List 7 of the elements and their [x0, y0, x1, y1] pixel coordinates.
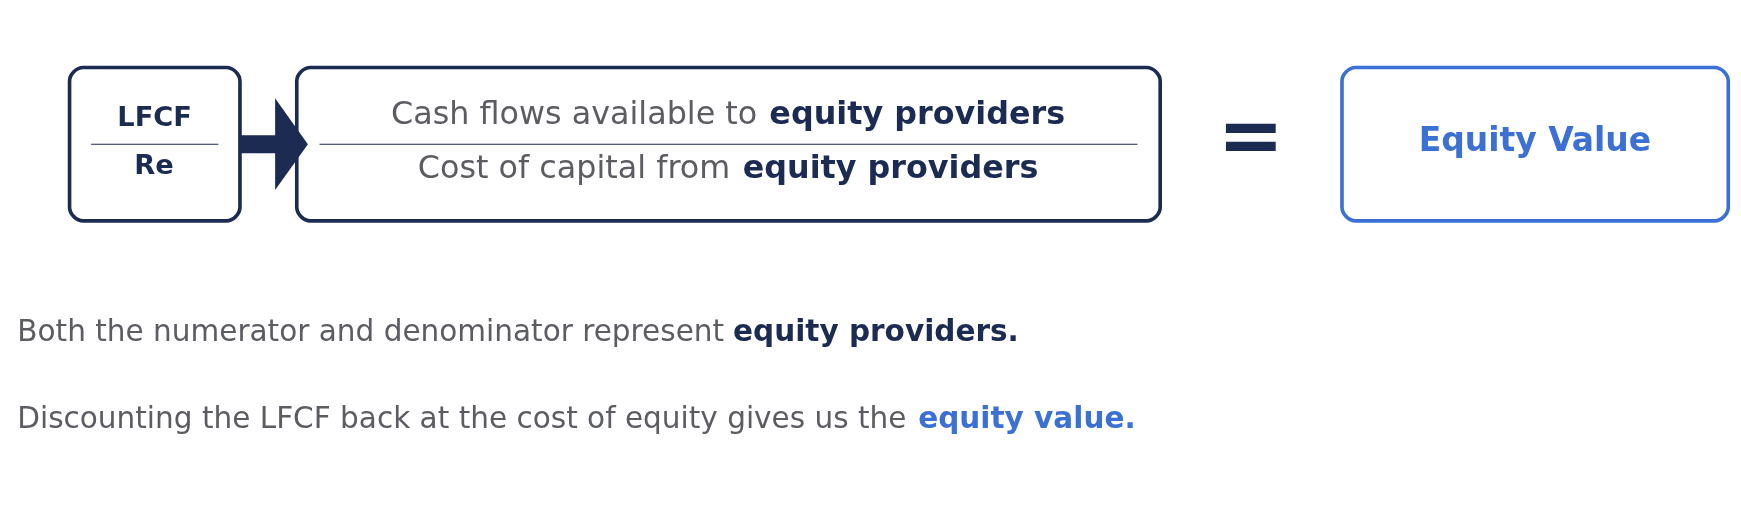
label: Discounting the LFCF back at the cost of equity gives us the equity value.	[17, 401, 1136, 436]
arrow	[240, 98, 308, 191]
node-box: Cash flows available to equity providers Cost of capital from equity providers	[294, 65, 1162, 223]
label: =	[1217, 88, 1285, 182]
label: Both the numerator and denominator represent equity providers.	[17, 313, 1019, 348]
node-box: Equity Value	[1340, 65, 1731, 223]
node-box: LFCF Re	[67, 65, 242, 223]
